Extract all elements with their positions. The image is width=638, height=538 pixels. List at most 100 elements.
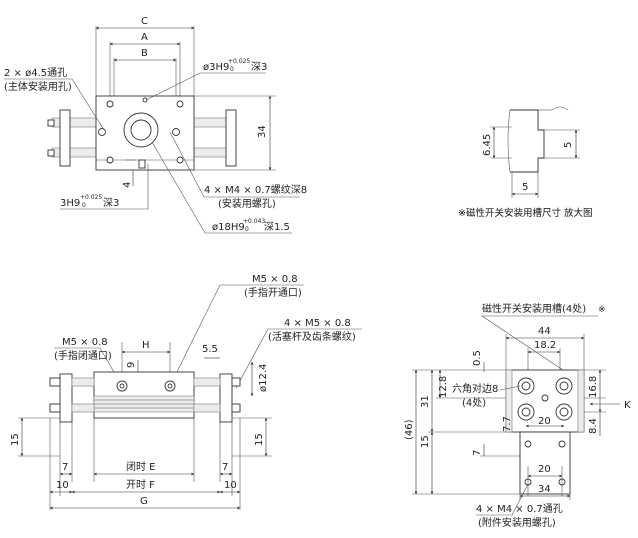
- dim-b-label: B: [141, 48, 148, 59]
- front-right-rod-upper: [193, 377, 221, 387]
- dim-31-label: 31: [420, 395, 431, 408]
- dim-77-label: 7.7: [502, 416, 513, 432]
- thru-hole-tl: [524, 440, 532, 448]
- callout-mount-holes-line1: 2 × ø4.5通孔: [4, 67, 67, 79]
- dim-a-label: A: [141, 32, 148, 43]
- dim-46-label: (46): [404, 419, 415, 440]
- dim-7-right-label: 7: [222, 462, 228, 473]
- dim-34-label: 34: [257, 125, 268, 138]
- front-left-nut-upper: [49, 377, 61, 387]
- callout-mount-holes-line2: (主体安装用孔): [4, 80, 72, 93]
- front-left-rod-upper: [71, 377, 95, 387]
- bottom-slot: [138, 159, 146, 169]
- dim-h-label: H: [142, 340, 150, 351]
- dim-15-right-label: 15: [254, 433, 265, 446]
- side-center-port: [541, 394, 549, 402]
- front-right-nut-upper: [231, 377, 241, 387]
- front-left-nut-lower: [49, 403, 61, 413]
- dim-182-label: 18.2: [534, 340, 556, 351]
- callout-bore-tol-lower: 0: [245, 226, 249, 233]
- detail-break-line: [507, 109, 511, 173]
- left-nut-lower: [47, 149, 55, 157]
- thru-hole-tr: [558, 440, 566, 448]
- detail-caption: ※磁性开关安装用槽尺寸 放大图: [458, 207, 592, 219]
- callout-piston-line1: 4 × M5 × 0.8: [284, 318, 351, 329]
- right-finger: [225, 109, 237, 167]
- callout-thread-leader: [169, 131, 300, 198]
- side-view: 磁性开关安装用槽(4处) ※ 44 18.2 0.5: [404, 302, 631, 529]
- dim-20-inner-label: 20: [538, 416, 551, 427]
- callout-slot-leader: [60, 164, 149, 210]
- dim-7-left-label: 7: [62, 462, 68, 473]
- callout-pin-top-leader: [145, 72, 266, 101]
- callout-slot-leader: [481, 315, 598, 381]
- side-slot-left: [505, 369, 513, 433]
- callout-close-port-line2: (手指闭通口): [54, 349, 112, 362]
- dim-34-side-label: 34: [538, 484, 551, 495]
- detail-view: 6.45 5 5 ※磁性开关安装用槽尺寸 放大图: [458, 106, 592, 219]
- label-open: 开时 F: [126, 479, 155, 491]
- callout-slot-mark: ※: [598, 305, 606, 315]
- left-rod-lower: [51, 147, 99, 158]
- right-rod-upper: [193, 117, 231, 128]
- dim-g-label: G: [140, 496, 148, 507]
- right-rod-lower: [193, 147, 231, 158]
- dim-84-label: 8.4: [588, 418, 599, 434]
- dim-15-side-label: 15: [420, 435, 431, 448]
- dim-55-label: 5.5: [202, 344, 218, 355]
- callout-close-port-line1: M5 × 0.8: [62, 337, 108, 348]
- callout-thru-line1: 4 × M4 × 0.7通孔: [476, 503, 563, 515]
- callout-bore-base: ø18H9: [212, 222, 245, 233]
- top-view: C A B 34: [4, 16, 307, 234]
- dim-phi124-label: ø12.4: [258, 364, 269, 392]
- mount-hole-tr: [176, 100, 184, 108]
- dim-168-label: 16.8: [588, 376, 599, 398]
- callout-slot: 磁性开关安装用槽(4处): [482, 302, 586, 315]
- dim-9-label: 9: [126, 362, 137, 368]
- center-bore-inner: [130, 119, 152, 141]
- callout-slot-depth: 深3: [103, 197, 119, 209]
- dim-15-left-label: 15: [10, 433, 21, 446]
- pin-hole-top: [142, 97, 148, 103]
- hex-label-line1: 六角对边8: [452, 382, 498, 395]
- dim-4-label: 4: [122, 182, 133, 188]
- callout-thru-line2: (附件安装用螺孔): [478, 516, 556, 529]
- dim-c-label: C: [141, 16, 148, 27]
- callout-pin-top-tol-lower: 0: [230, 66, 234, 73]
- left-rod-upper: [51, 117, 99, 128]
- callout-mount-holes-leader: [4, 78, 105, 131]
- callout-pin-top-tol-upper: +0.025: [228, 58, 250, 65]
- callout-piston-line2: (活塞杆及齿条螺纹): [268, 330, 356, 343]
- callout-open-port-line1: M5 × 0.8: [252, 274, 298, 285]
- dim-645-label: 6.45: [482, 134, 493, 156]
- callout-pin-top-base: ø3H9: [203, 62, 229, 73]
- callout-bore-depth: 深1.5: [264, 221, 290, 233]
- callout-open-port-line2: (手指开通口): [244, 286, 302, 299]
- left-nut-upper: [47, 119, 55, 127]
- front-view: M5 × 0.8 (手指开通口) M5 × 0.8 (手指闭通口) 4 × M5…: [10, 274, 362, 510]
- body-through-hole-left: [98, 128, 106, 136]
- dim-44-label: 44: [538, 326, 551, 337]
- dim-05-label: 0.5: [472, 350, 483, 366]
- dim-7-side-label: 7: [472, 450, 483, 456]
- mount-hole-tl: [106, 100, 114, 108]
- callout-slot-tol-upper: +0.025: [80, 194, 102, 201]
- callout-open-port-leader: [169, 284, 304, 387]
- callout-piston-leader: [235, 328, 362, 389]
- dim-10-right-label: 10: [224, 480, 237, 491]
- callout-thread-line1: 4 × M4 × 0.7螺纹深8: [204, 183, 307, 196]
- callout-bore-leader: [151, 141, 292, 234]
- dim-128-label: 12.8: [438, 376, 449, 398]
- callout-thru-leader: [476, 483, 529, 516]
- callout-pin-top-depth: 深3: [251, 61, 267, 73]
- callout-thread-line2: (安装用螺孔): [218, 197, 276, 210]
- front-right-nut-lower: [231, 403, 241, 413]
- front-left-finger: [59, 373, 73, 423]
- k-label: K: [624, 400, 631, 411]
- callout-bore-tol-upper: +0.043: [243, 218, 265, 225]
- front-right-rod-lower: [193, 403, 221, 413]
- front-left-rod-lower: [71, 403, 95, 413]
- mount-hole-br: [176, 156, 184, 164]
- callout-slot-base: 3H9: [60, 198, 80, 209]
